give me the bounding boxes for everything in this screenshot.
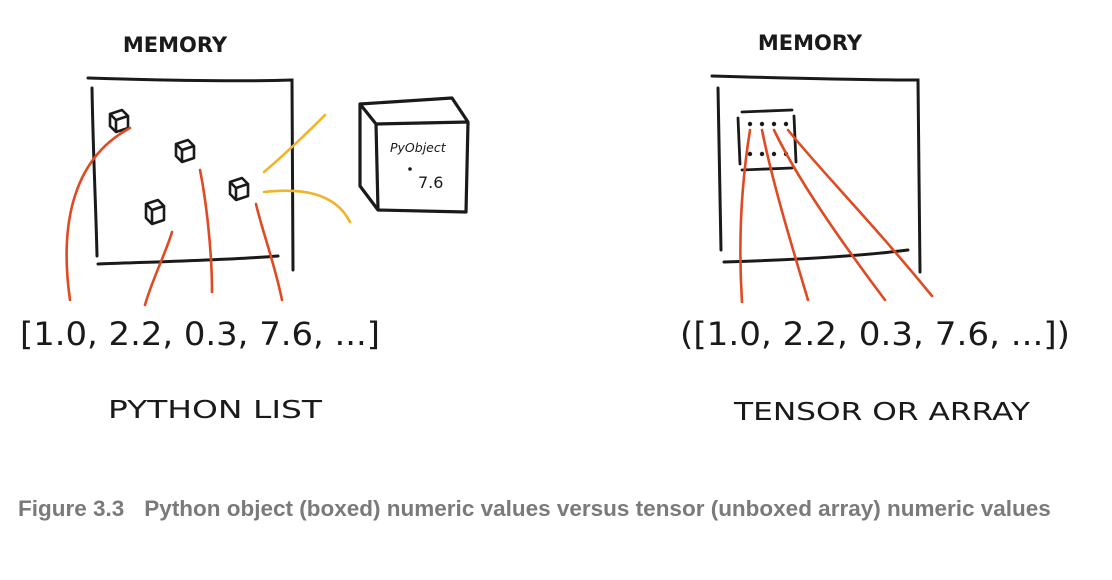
pointer-arrow xyxy=(786,128,934,298)
pointer-arrow xyxy=(143,230,174,307)
figure-caption: Figure 3.3 Python object (boxed) numeric … xyxy=(18,492,1098,525)
tensor-values: ([1.0, 2.2, 0.3, 7.6, ...]) xyxy=(680,315,1070,353)
python-list-title: PYTHON LIST xyxy=(108,395,323,424)
tensor-array-panel: MEMORY ([1.0, 2.2, 0.3, 7 xyxy=(680,31,1070,426)
python-list-values: [1.0, 2.2, 0.3, 7.6, ...] xyxy=(20,315,380,353)
tensor-array-title: TENSOR OR ARRAY xyxy=(733,397,1031,426)
pyobject-value: 7.6 xyxy=(418,173,443,192)
pointer-arrow xyxy=(772,128,887,302)
figure-caption-text: Python object (boxed) numeric values ver… xyxy=(144,496,1051,521)
pointer-arrow xyxy=(198,168,214,294)
pointer-arrow xyxy=(65,126,132,302)
figure-number: Figure 3.3 xyxy=(18,496,125,521)
pointer-arrow xyxy=(760,128,810,302)
right-pointer-arrows xyxy=(739,128,934,304)
pointer-arrow xyxy=(254,202,284,302)
pyobject-label: PyObject xyxy=(390,140,447,155)
pointer-arrow xyxy=(739,128,752,304)
right-memory-label: MEMORY xyxy=(758,31,863,55)
boxed-object-icon xyxy=(228,176,250,202)
python-list-panel: MEMORY xyxy=(20,33,470,424)
left-memory-box xyxy=(86,76,295,272)
left-pointer-arrows xyxy=(65,126,284,307)
boxed-object-icon xyxy=(108,108,130,134)
left-memory-label: MEMORY xyxy=(123,33,228,57)
array-slot-dots xyxy=(747,121,789,157)
boxed-object-icon xyxy=(144,198,166,226)
boxed-object-icon xyxy=(174,138,196,164)
boxed-vs-unboxed-diagram: MEMORY xyxy=(20,31,1070,426)
right-memory-box xyxy=(710,74,922,274)
zoom-lines xyxy=(262,113,352,224)
pyobject-cube-icon xyxy=(358,96,470,214)
pyobject-dot xyxy=(408,167,412,171)
